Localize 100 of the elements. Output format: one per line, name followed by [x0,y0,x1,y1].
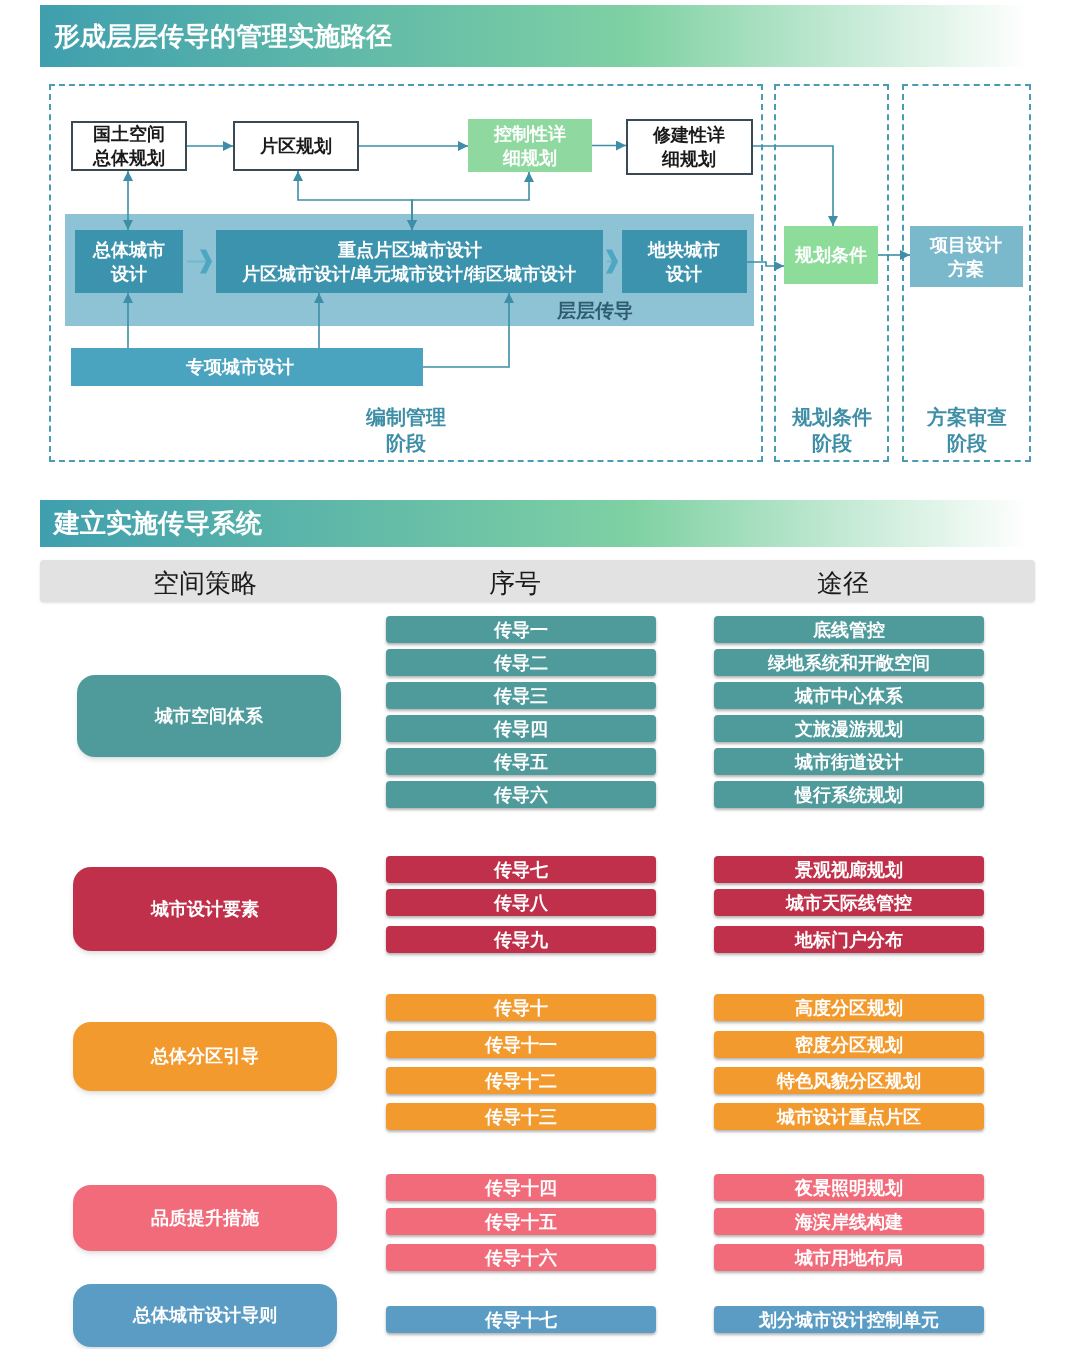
arrow [877,250,911,260]
box-text: 传导三 [494,686,548,705]
box-text: 城市天际线管控 [786,893,912,912]
arrow [186,141,234,151]
box-text: 城市用地布局 [795,1248,903,1267]
box-text: 修建性详细规划 [651,124,727,171]
box-text: 传导十二 [485,1071,557,1090]
stage-panel [49,84,763,462]
path-bar [714,1031,984,1058]
path-bar [386,649,656,676]
arrow [422,292,514,368]
box-text: 传导十三 [485,1107,557,1126]
path-bar [714,926,984,953]
strategy-box [73,867,337,951]
box-text: 传导十六 [485,1248,557,1267]
path-bar [386,1031,656,1058]
box-text: 总体城市设计 [91,238,166,286]
box-text: 传导十 [494,998,548,1017]
box-text: 项目设计方案 [928,233,1004,281]
box-text: 文旅漫游规划 [795,719,903,738]
path-bar [386,1103,656,1130]
box-text: 城市设计重点片区 [777,1107,921,1126]
plan-box [626,119,753,175]
path-bar [386,1306,656,1333]
path-bar [714,856,984,883]
path-bar [386,616,656,643]
plan-box [233,121,359,171]
transmission-band [65,214,754,326]
path-bar [714,682,984,709]
condition-box [784,226,878,284]
strategy-box [73,1284,337,1347]
arrow [123,170,133,231]
box-text: 密度分区规划 [795,1035,903,1054]
box-text: 片区规划 [260,135,332,158]
path-bar [714,715,984,742]
path-bar [714,994,984,1021]
section-title: 建立实施传导系统 [54,507,262,540]
path-bar [386,748,656,775]
path-bar [386,715,656,742]
path-bar [714,616,984,643]
box-text: 绿地系统和开敞空间 [768,653,930,672]
path-bar [386,889,656,916]
path-bar [386,682,656,709]
path-bar [386,781,656,808]
plan-box [71,121,187,171]
arrow [746,261,785,271]
box-text: 专项城市设计 [186,355,294,379]
box-text: 品质提升措施 [151,1206,259,1230]
box-text: 传导九 [494,930,548,949]
box-text: 海滨岸线构建 [795,1212,903,1231]
strategy-box [73,1185,337,1251]
path-bar [714,748,984,775]
box-text: 景观视廊规划 [795,860,903,879]
strategy-box [77,675,341,757]
box-text: 慢行系统规划 [795,785,903,804]
column-header: 途径 [816,567,870,600]
box-text: 总体分区引导 [151,1045,259,1068]
box-text: 总体城市设计导则 [133,1304,277,1327]
arrow [314,292,324,349]
box-text: 传导一 [494,620,548,639]
arrow [358,141,469,151]
box-text: 城市设计要素 [151,897,259,921]
section-title: 形成层层传导的管理实施路径 [54,19,392,53]
strategy-box [73,1022,337,1091]
path-bar [386,926,656,953]
scheme-box [910,226,1023,287]
box-text: 国土空间总体规划 [91,123,166,170]
path-bar [714,1103,984,1130]
band-label: 层层传导 [557,299,633,323]
box-text: 传导四 [494,719,548,738]
box-text: 地块城市设计 [646,238,722,286]
path-bar [386,1208,656,1235]
box-text: 特色风貌分区规划 [777,1071,921,1090]
path-bar [714,1208,984,1235]
arrow [407,171,534,231]
stage-label: 方案审查阶段 [925,405,1008,456]
box-text: 传导七 [494,860,548,879]
column-header: 序号 [488,567,542,600]
design-box [622,230,747,293]
path-bar [386,1244,656,1271]
box-text: 传导五 [494,752,548,771]
path-bar [714,889,984,916]
box-text: 传导八 [494,893,548,912]
arrow [752,145,838,227]
column-header: 空间策略 [152,567,258,600]
path-bar [714,1306,984,1333]
design-box [75,230,183,293]
path-bar [714,1174,984,1201]
box-text: 底线管控 [813,620,885,639]
box-text: 城市空间体系 [155,704,263,728]
design-box [216,230,603,293]
arrow [591,140,627,151]
box-text: 城市中心体系 [795,686,903,705]
box-text: 传导十四 [485,1178,557,1197]
path-bar [386,1174,656,1201]
box-text: 传导二 [494,653,548,672]
stage-panel [774,84,889,462]
design-bar [71,348,423,386]
box-text: 重点片区城市设计 [337,238,482,262]
stage-label: 编制管理阶段 [365,405,447,456]
